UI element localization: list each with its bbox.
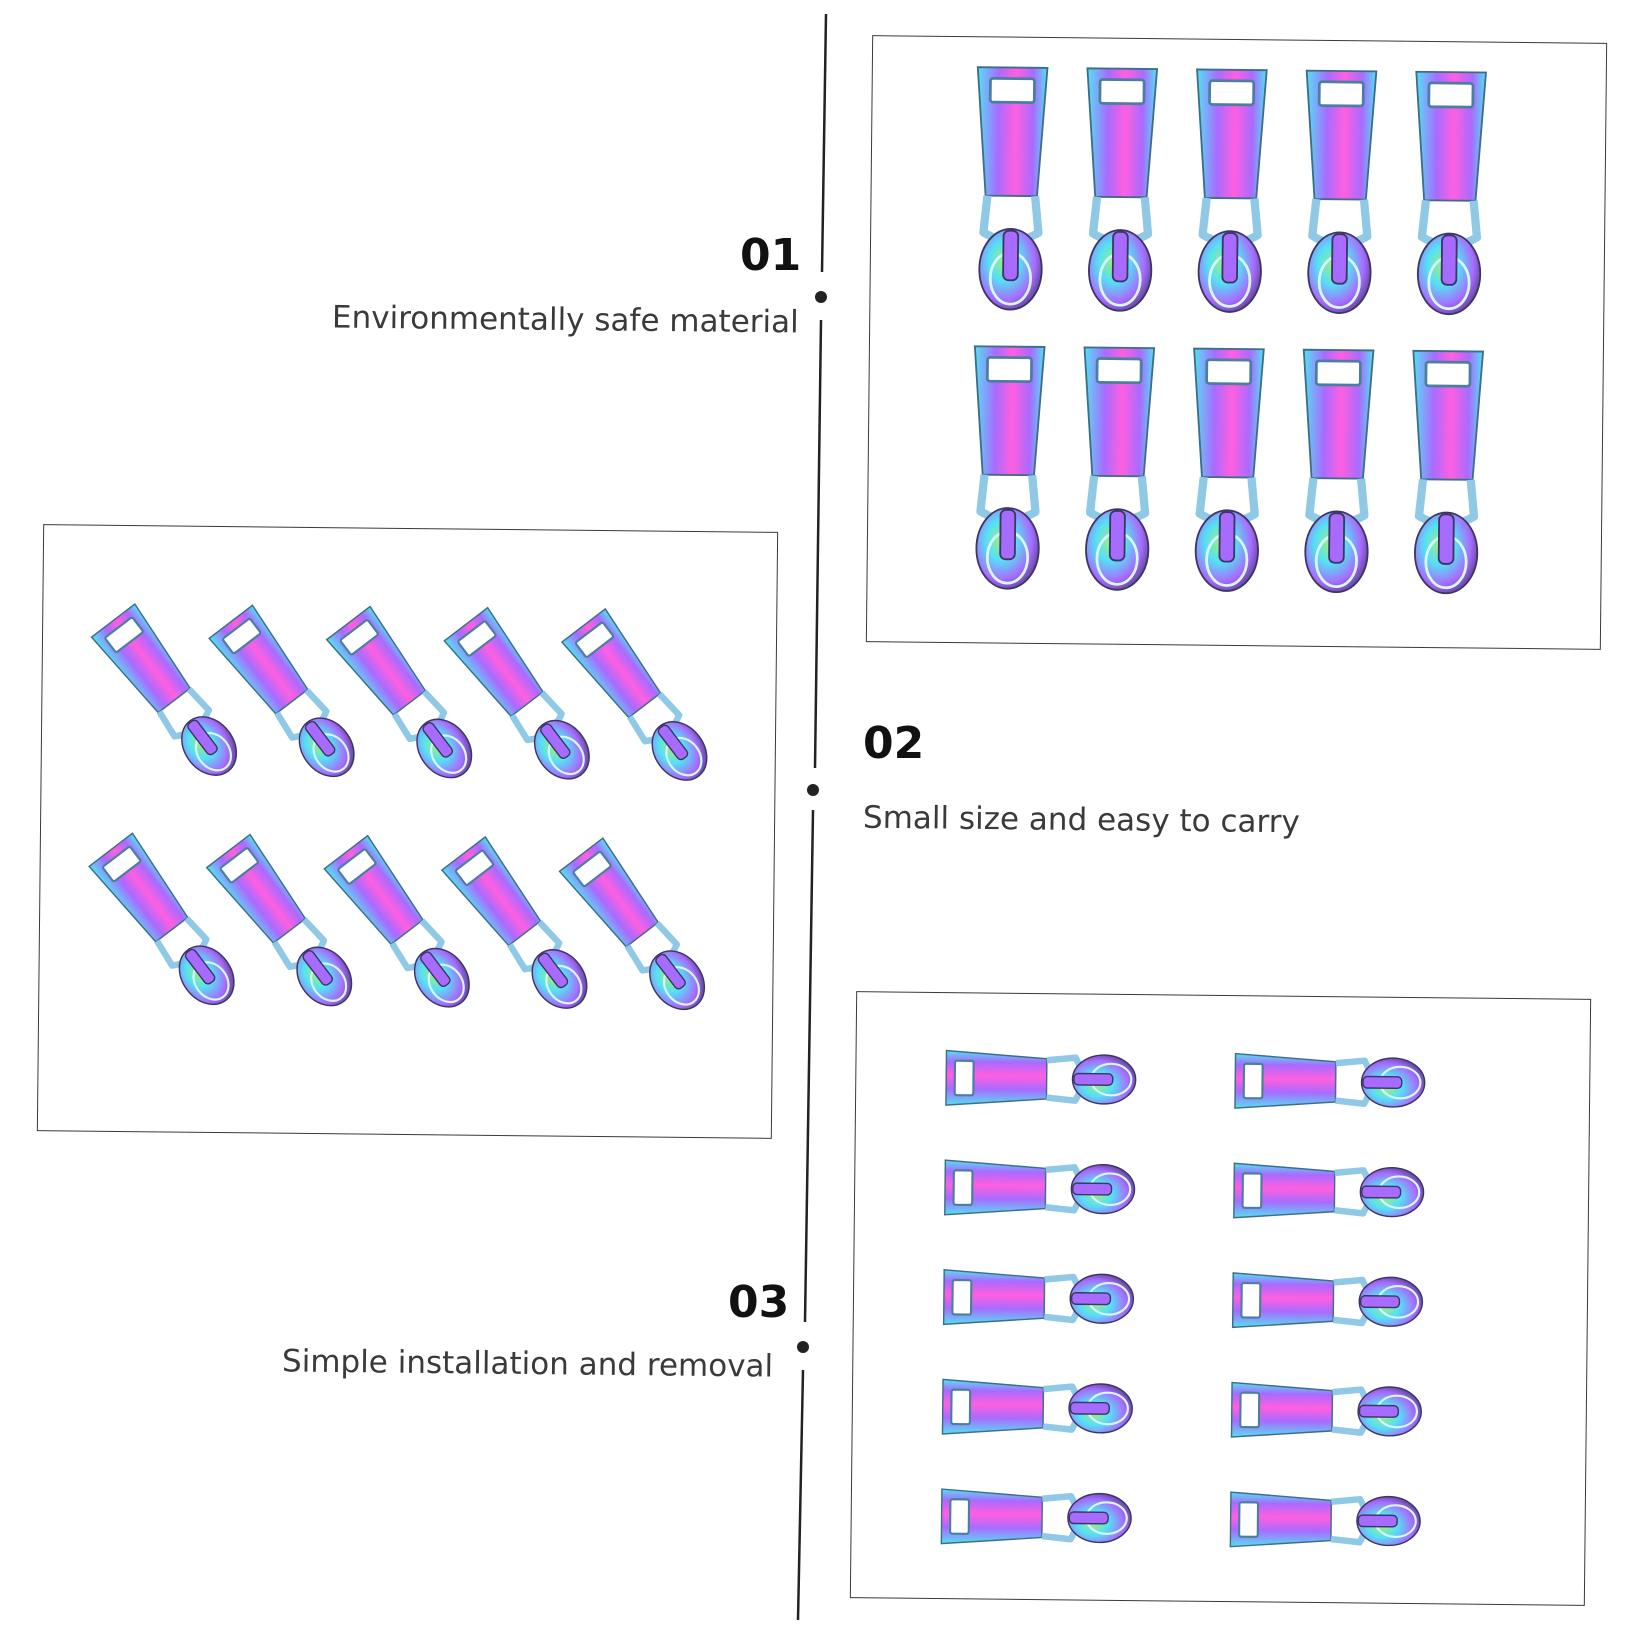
zipper-pull-icon [560, 607, 708, 781]
zipper-pull-icon [205, 833, 353, 1007]
zipper-pull-icon [945, 1049, 1137, 1106]
timeline-dot-03 [797, 1341, 809, 1353]
zipper-pull-icon [443, 606, 590, 780]
zipper-pull-icon [944, 1159, 1136, 1216]
zipper-pull-icon [1231, 1272, 1424, 1329]
zipper-pulls-horizontal-grid [940, 1049, 1426, 1548]
feature-number-03: 03 [728, 1277, 790, 1328]
zipper-pulls-vertical-grid [973, 66, 1487, 595]
zipper-pull-icon [1305, 69, 1378, 314]
zipper-pull-icon [1230, 1381, 1422, 1438]
zipper-pull-icon [1412, 349, 1485, 595]
zipper-pull-icon [942, 1269, 1135, 1326]
timeline-dot-01 [815, 291, 827, 303]
feature-number-01: 01 [740, 230, 802, 281]
zipper-pull-icon [1196, 68, 1268, 313]
zipper-pull-icon [1302, 348, 1375, 594]
zipper-pull-icon [208, 604, 355, 778]
zipper-pull-icon [976, 66, 1049, 311]
photo-vertical-zipper-pulls [865, 35, 1608, 650]
zipper-pull-icon [440, 835, 588, 1009]
zipper-pull-icon [323, 834, 470, 1008]
zipper-pull-icon [1415, 70, 1487, 316]
zipper-pull-icon [1234, 1052, 1426, 1109]
photo-tilted-zipper-pulls [36, 524, 779, 1139]
zipper-pull-icon [1233, 1162, 1425, 1219]
zipper-pull-icon [1086, 67, 1159, 312]
zipper-pull-icon [1229, 1491, 1421, 1548]
zipper-pull-icon [1193, 347, 1265, 592]
feature-caption-02: Small size and easy to carry [862, 799, 1301, 841]
feature-number-02: 02 [863, 718, 925, 769]
photo-horizontal-zipper-pulls [849, 991, 1592, 1606]
zipper-pull-icon [558, 837, 706, 1011]
zipper-pull-icon [1083, 346, 1156, 591]
timeline-dot-02 [807, 784, 819, 796]
zipper-pull-icon [90, 602, 238, 776]
zipper-pull-icon [325, 605, 473, 779]
feature-caption-03: Simple installation and removal [281, 1343, 774, 1385]
zipper-pull-icon [973, 345, 1046, 590]
zipper-pulls-tilted-grid [88, 602, 708, 1011]
zipper-pull-icon [940, 1488, 1132, 1545]
zipper-pull-icon [88, 832, 235, 1006]
feature-caption-01: Environmentally safe material [331, 299, 799, 341]
zipper-pull-icon [941, 1378, 1133, 1435]
